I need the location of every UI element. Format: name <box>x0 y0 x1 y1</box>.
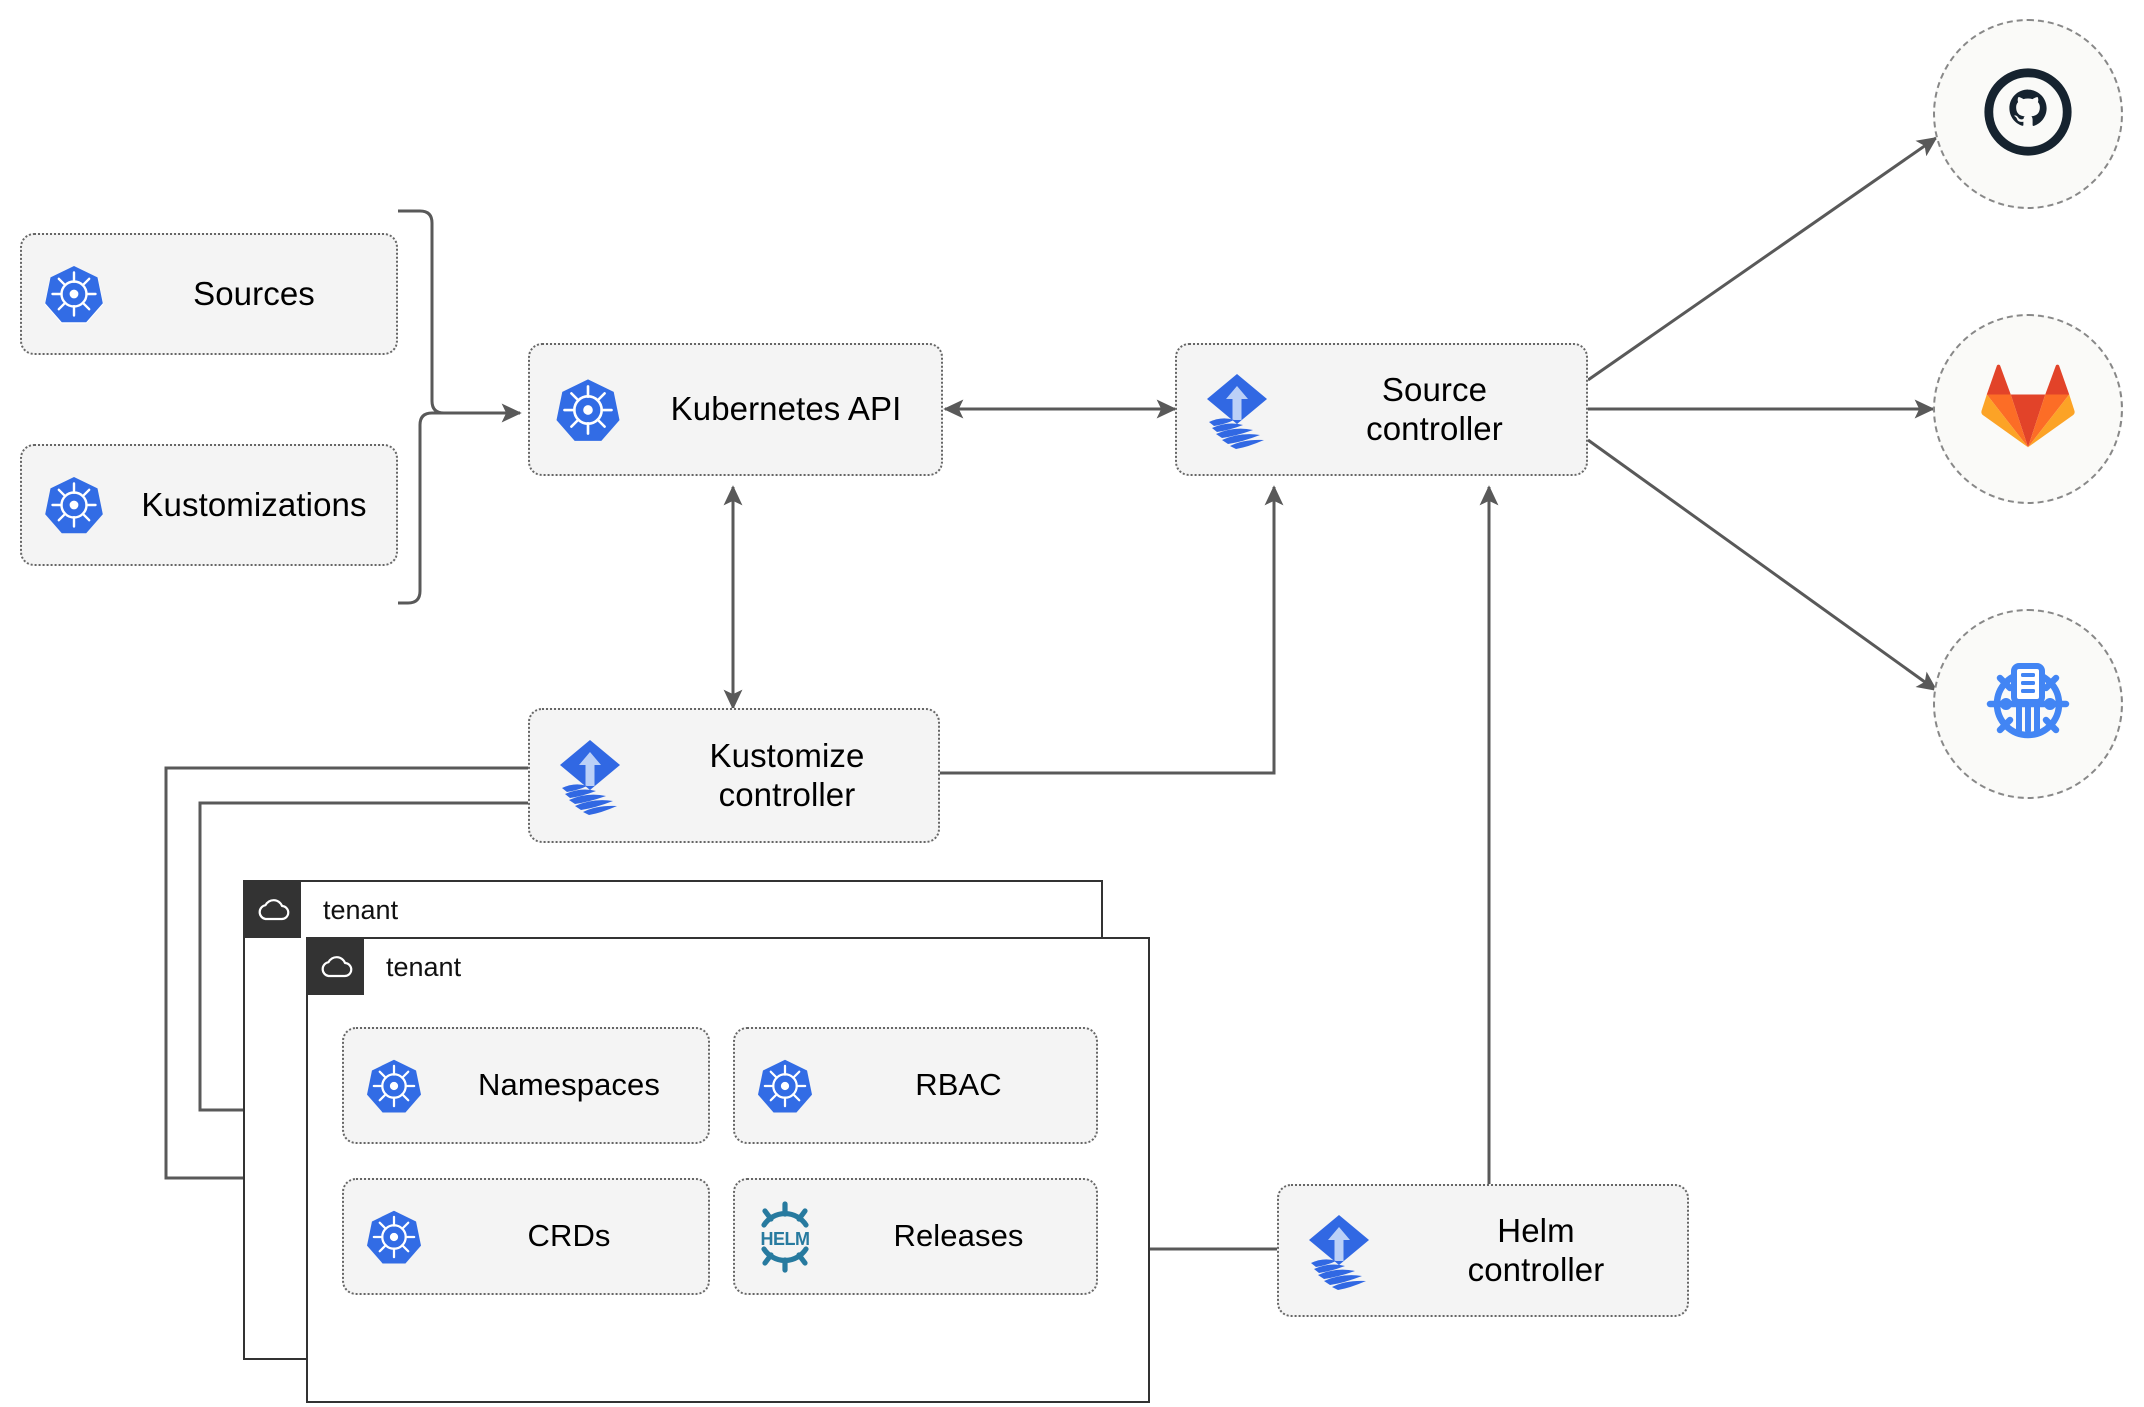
cloud-icon <box>245 882 301 938</box>
helm-icon: HELM <box>735 1200 835 1274</box>
node-label: RBAC <box>915 1067 1002 1103</box>
provider-gitlab[interactable] <box>1933 314 2123 504</box>
node-label: Kubernetes API <box>670 390 902 428</box>
node-kubernetes-api[interactable]: Kubernetes API <box>528 343 943 476</box>
node-kustomize-controller[interactable]: Kustomize controller <box>528 708 940 843</box>
kubernetes-icon <box>22 473 126 537</box>
kubernetes-icon <box>344 1207 444 1267</box>
node-label: CRDs <box>527 1218 611 1254</box>
kubernetes-icon <box>344 1056 444 1116</box>
node-source-controller[interactable]: Source controller <box>1175 343 1588 476</box>
tenant-inner[interactable]: tenant <box>306 937 1150 1403</box>
node-label: Source controller <box>1297 371 1586 449</box>
node-label-line1: Kustomize <box>709 736 865 774</box>
github-icon <box>1980 64 2076 165</box>
node-releases[interactable]: HELM Releases <box>733 1178 1098 1295</box>
node-sources[interactable]: Sources <box>20 233 398 355</box>
tenant-title: tenant <box>386 951 462 982</box>
node-rbac[interactable]: RBAC <box>733 1027 1098 1144</box>
flux-icon <box>1177 368 1297 452</box>
node-helm-controller[interactable]: Helm controller <box>1277 1184 1689 1317</box>
node-label-line2: controller <box>1366 409 1503 447</box>
flux-icon <box>1279 1209 1399 1293</box>
node-label: Helm controller <box>1399 1212 1687 1290</box>
tenant-header: tenant <box>245 882 398 938</box>
node-label: Kustomizations <box>141 485 367 523</box>
tenant-title: tenant <box>323 894 399 925</box>
gitlab-icon <box>1980 361 2076 458</box>
node-label-line1: Source <box>1381 370 1488 408</box>
node-label: Releases <box>893 1218 1024 1254</box>
svg-text:HELM: HELM <box>761 1229 810 1249</box>
node-label: Sources <box>193 274 315 312</box>
node-label: Kustomize controller <box>650 737 938 815</box>
node-label-line2: controller <box>1467 1250 1605 1288</box>
kubernetes-icon <box>735 1056 835 1116</box>
kubernetes-icon <box>530 375 645 445</box>
flux-icon <box>530 734 650 818</box>
node-label-line1: Helm <box>1497 1211 1575 1249</box>
provider-github[interactable] <box>1933 19 2123 209</box>
node-crds[interactable]: CRDs <box>342 1178 710 1295</box>
tenant-header: tenant <box>308 939 461 995</box>
node-label-line2: controller <box>718 775 856 813</box>
node-namespaces[interactable]: Namespaces <box>342 1027 710 1144</box>
node-label: Namespaces <box>478 1067 660 1103</box>
cloud-icon <box>308 939 364 995</box>
node-kustomizations[interactable]: Kustomizations <box>20 444 398 566</box>
bucket-icon <box>1976 650 2080 759</box>
provider-bucket[interactable] <box>1933 609 2123 799</box>
kubernetes-icon <box>22 262 126 326</box>
